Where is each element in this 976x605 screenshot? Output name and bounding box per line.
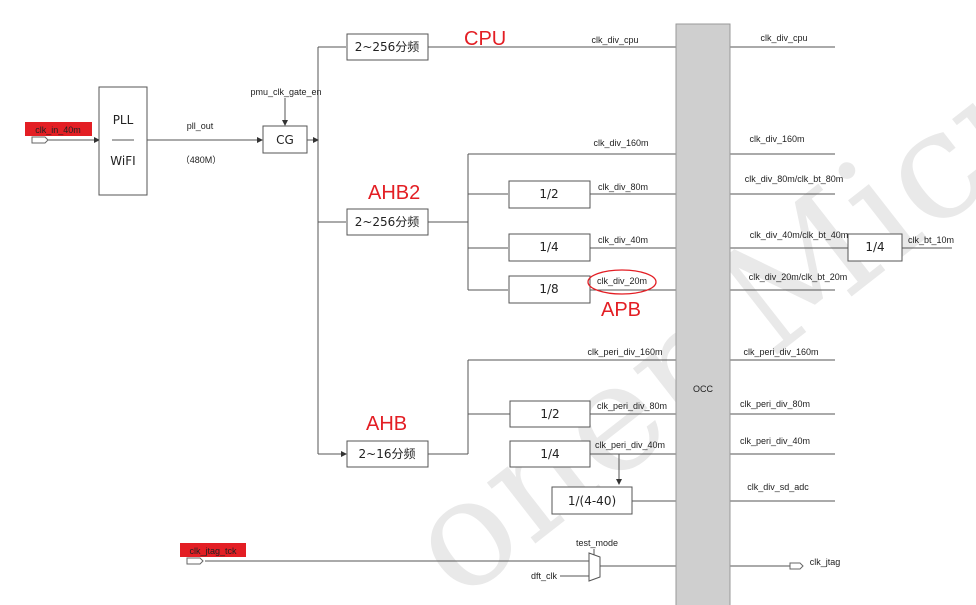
ahb-domain-label: AHB bbox=[366, 413, 407, 435]
clk-div-cpu-out-label: clk_div_cpu bbox=[760, 33, 807, 43]
clk-div-40m-out-label: clk_div_40m/clk_bt_40m bbox=[750, 230, 849, 240]
cpu-divider-block bbox=[346, 33, 429, 61]
div8-ahb2-block bbox=[508, 275, 591, 304]
occ-block bbox=[675, 23, 731, 605]
clk-div-160m-out-label: clk_div_160m bbox=[749, 134, 804, 144]
pll-freq-label: （480M） bbox=[181, 155, 222, 165]
ahb2-domain-label: AHB2 bbox=[368, 182, 420, 204]
bt-divider-label: 1/4 bbox=[865, 240, 884, 254]
ahb-divider-block bbox=[346, 440, 429, 468]
pmu-gate-label: pmu_clk_gate_en bbox=[250, 87, 321, 97]
clk-peri-div-40m-out-label: clk_peri_div_40m bbox=[740, 436, 810, 446]
clk-peri-div-160m-out-label: clk_peri_div_160m bbox=[743, 347, 818, 357]
clk-bt-10m-label: clk_bt_10m bbox=[908, 235, 954, 245]
apb-highlight-circle bbox=[587, 269, 657, 295]
clk-div-80m-in-label: clk_div_80m bbox=[598, 182, 648, 192]
test-mode-label: test_mode bbox=[576, 538, 618, 548]
wifi-label: WiFI bbox=[110, 154, 135, 168]
div4-ahb-block bbox=[509, 440, 591, 468]
clk-in-label: clk_in_40m bbox=[35, 125, 81, 135]
div4-ahb2-block bbox=[508, 233, 591, 262]
clk-div-20m-in-label: clk_div_20m bbox=[597, 276, 647, 286]
div2-ahb-block bbox=[509, 400, 591, 428]
clk-jtag-label: clk_jtag_tck bbox=[189, 546, 237, 556]
dft-clk-label: dft_clk bbox=[531, 571, 558, 581]
clk-jtag-connector bbox=[186, 557, 204, 565]
jtag-mux bbox=[588, 552, 601, 582]
occ-label: OCC bbox=[693, 384, 714, 394]
clk-peri-div-80m-in-label: clk_peri_div_80m bbox=[597, 401, 667, 411]
div2-ahb2-label: 1/2 bbox=[539, 187, 558, 201]
clk-peri-div-160m-in-label: clk_peri_div_160m bbox=[587, 347, 662, 357]
div8-ahb2-label: 1/8 bbox=[539, 282, 558, 296]
clk-in-tag bbox=[25, 122, 92, 136]
cpu-domain-label: CPU bbox=[464, 28, 506, 50]
clk-jtag-out-label: clk_jtag bbox=[810, 557, 841, 567]
watermark-text: oner Micro bbox=[374, 0, 976, 605]
apb-domain-label: APB bbox=[601, 299, 641, 321]
ahb2-divider-label: 2~256分频 bbox=[355, 215, 420, 229]
pll-block bbox=[98, 86, 148, 196]
clk-jtag-tag bbox=[180, 543, 246, 557]
div2-ahb-label: 1/2 bbox=[540, 407, 559, 421]
clk-div-sd-adc-label: clk_div_sd_adc bbox=[747, 482, 809, 492]
clk-div-80m-out-label: clk_div_80m/clk_bt_80m bbox=[745, 174, 844, 184]
var-divider-label: 1/(4-40) bbox=[568, 494, 616, 508]
cpu-divider-label: 2~256分频 bbox=[355, 40, 420, 54]
div4-ahb2-label: 1/4 bbox=[539, 240, 558, 254]
div2-ahb2-block bbox=[508, 180, 591, 209]
div4-ahb-label: 1/4 bbox=[540, 447, 559, 461]
clk-div-cpu-in-label: clk_div_cpu bbox=[591, 35, 638, 45]
bt-divider-block bbox=[847, 233, 903, 262]
clock-gate-block bbox=[262, 125, 308, 154]
var-divider-block bbox=[551, 486, 633, 515]
clk-jtag-out-connector bbox=[789, 562, 804, 570]
pll-label: PLL bbox=[113, 113, 134, 127]
clk-div-40m-in-label: clk_div_40m bbox=[598, 235, 648, 245]
ahb-divider-label: 2~16分频 bbox=[359, 447, 416, 461]
clk-peri-div-40m-in-label: clk_peri_div_40m bbox=[595, 440, 665, 450]
clk-in-connector bbox=[31, 136, 49, 144]
pll-out-label: pll_out bbox=[187, 121, 214, 131]
clk-div-160m-in-label: clk_div_160m bbox=[593, 138, 648, 148]
clk-peri-div-80m-out-label: clk_peri_div_80m bbox=[740, 399, 810, 409]
ahb2-divider-block bbox=[346, 208, 429, 236]
clk-div-20m-out-label: clk_div_20m/clk_bt_20m bbox=[749, 272, 848, 282]
clock-gate-label: CG bbox=[276, 133, 294, 147]
